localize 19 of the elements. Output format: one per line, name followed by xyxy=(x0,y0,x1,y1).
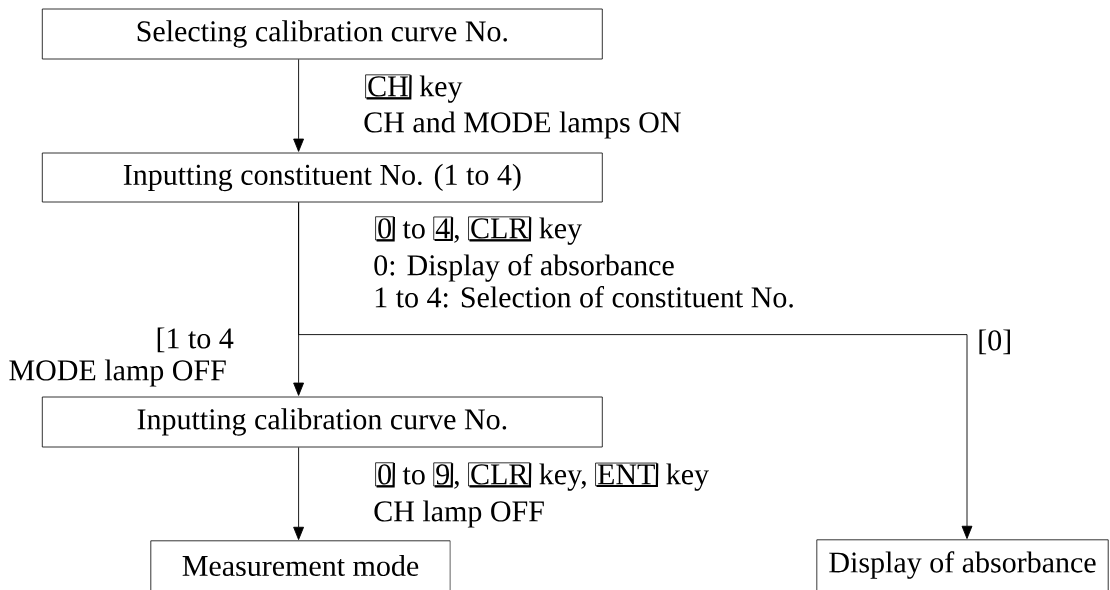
open-box: Display of absorbance xyxy=(816,539,1109,590)
note-text: key xyxy=(666,463,709,491)
note-text: 1 to 4: Selection of constituent No. xyxy=(375,286,793,308)
process-box: Selecting calibration curve No. xyxy=(41,8,603,60)
process-box: Inputting constituent No. (1 to 4) xyxy=(41,152,603,203)
arrow xyxy=(298,201,973,540)
note-text: CH lamp OFF xyxy=(374,500,544,528)
open-box: Measurement mode xyxy=(150,540,451,590)
arrow xyxy=(293,58,304,152)
note-text: to xyxy=(402,467,425,485)
note-text: [0] xyxy=(979,329,1010,355)
note-text: CH and MODE lamps ON xyxy=(364,111,681,139)
note-text: 0: Display of absorbance xyxy=(374,254,674,282)
note-text: key xyxy=(419,75,463,103)
arrow xyxy=(293,446,304,541)
process-box: Inputting calibration curve No. xyxy=(41,396,603,448)
note-text: , xyxy=(454,235,459,243)
note-text: , xyxy=(454,481,459,489)
note-text: [1 to 4 xyxy=(157,327,234,353)
